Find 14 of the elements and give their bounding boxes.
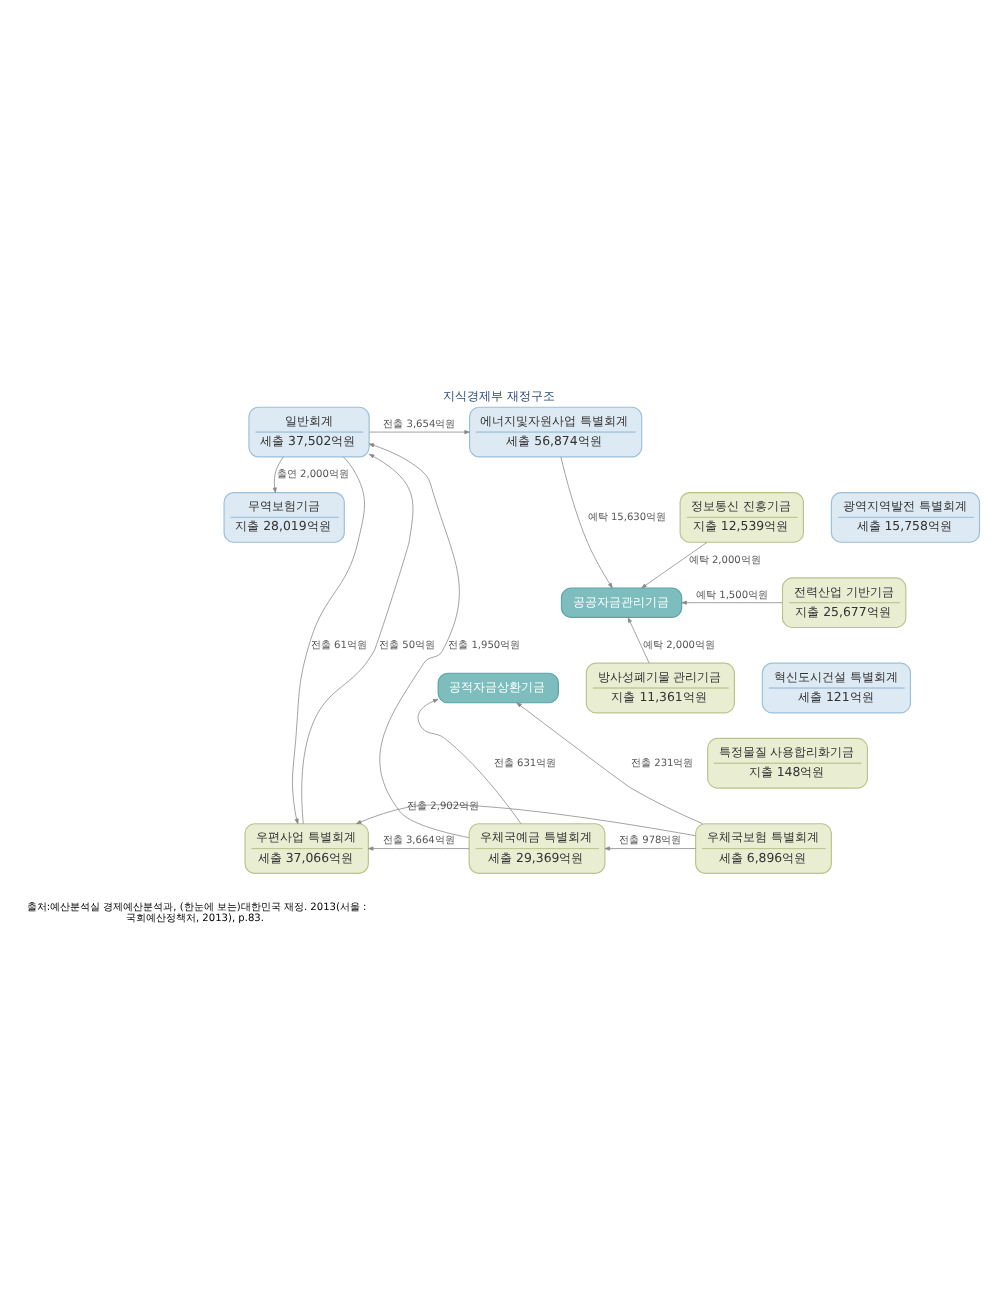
arrow bbox=[516, 702, 704, 825]
arrow bbox=[641, 542, 708, 589]
arrow bbox=[627, 617, 650, 664]
arrow bbox=[417, 698, 522, 825]
arrow bbox=[604, 846, 696, 851]
arrow bbox=[356, 804, 696, 837]
arrow bbox=[272, 456, 284, 493]
arrow bbox=[301, 453, 414, 824]
arrow bbox=[292, 456, 365, 825]
arrow bbox=[560, 456, 613, 589]
arrow bbox=[681, 600, 783, 605]
arrow bbox=[368, 846, 470, 851]
arrow bbox=[368, 443, 470, 839]
arrow bbox=[368, 430, 470, 435]
